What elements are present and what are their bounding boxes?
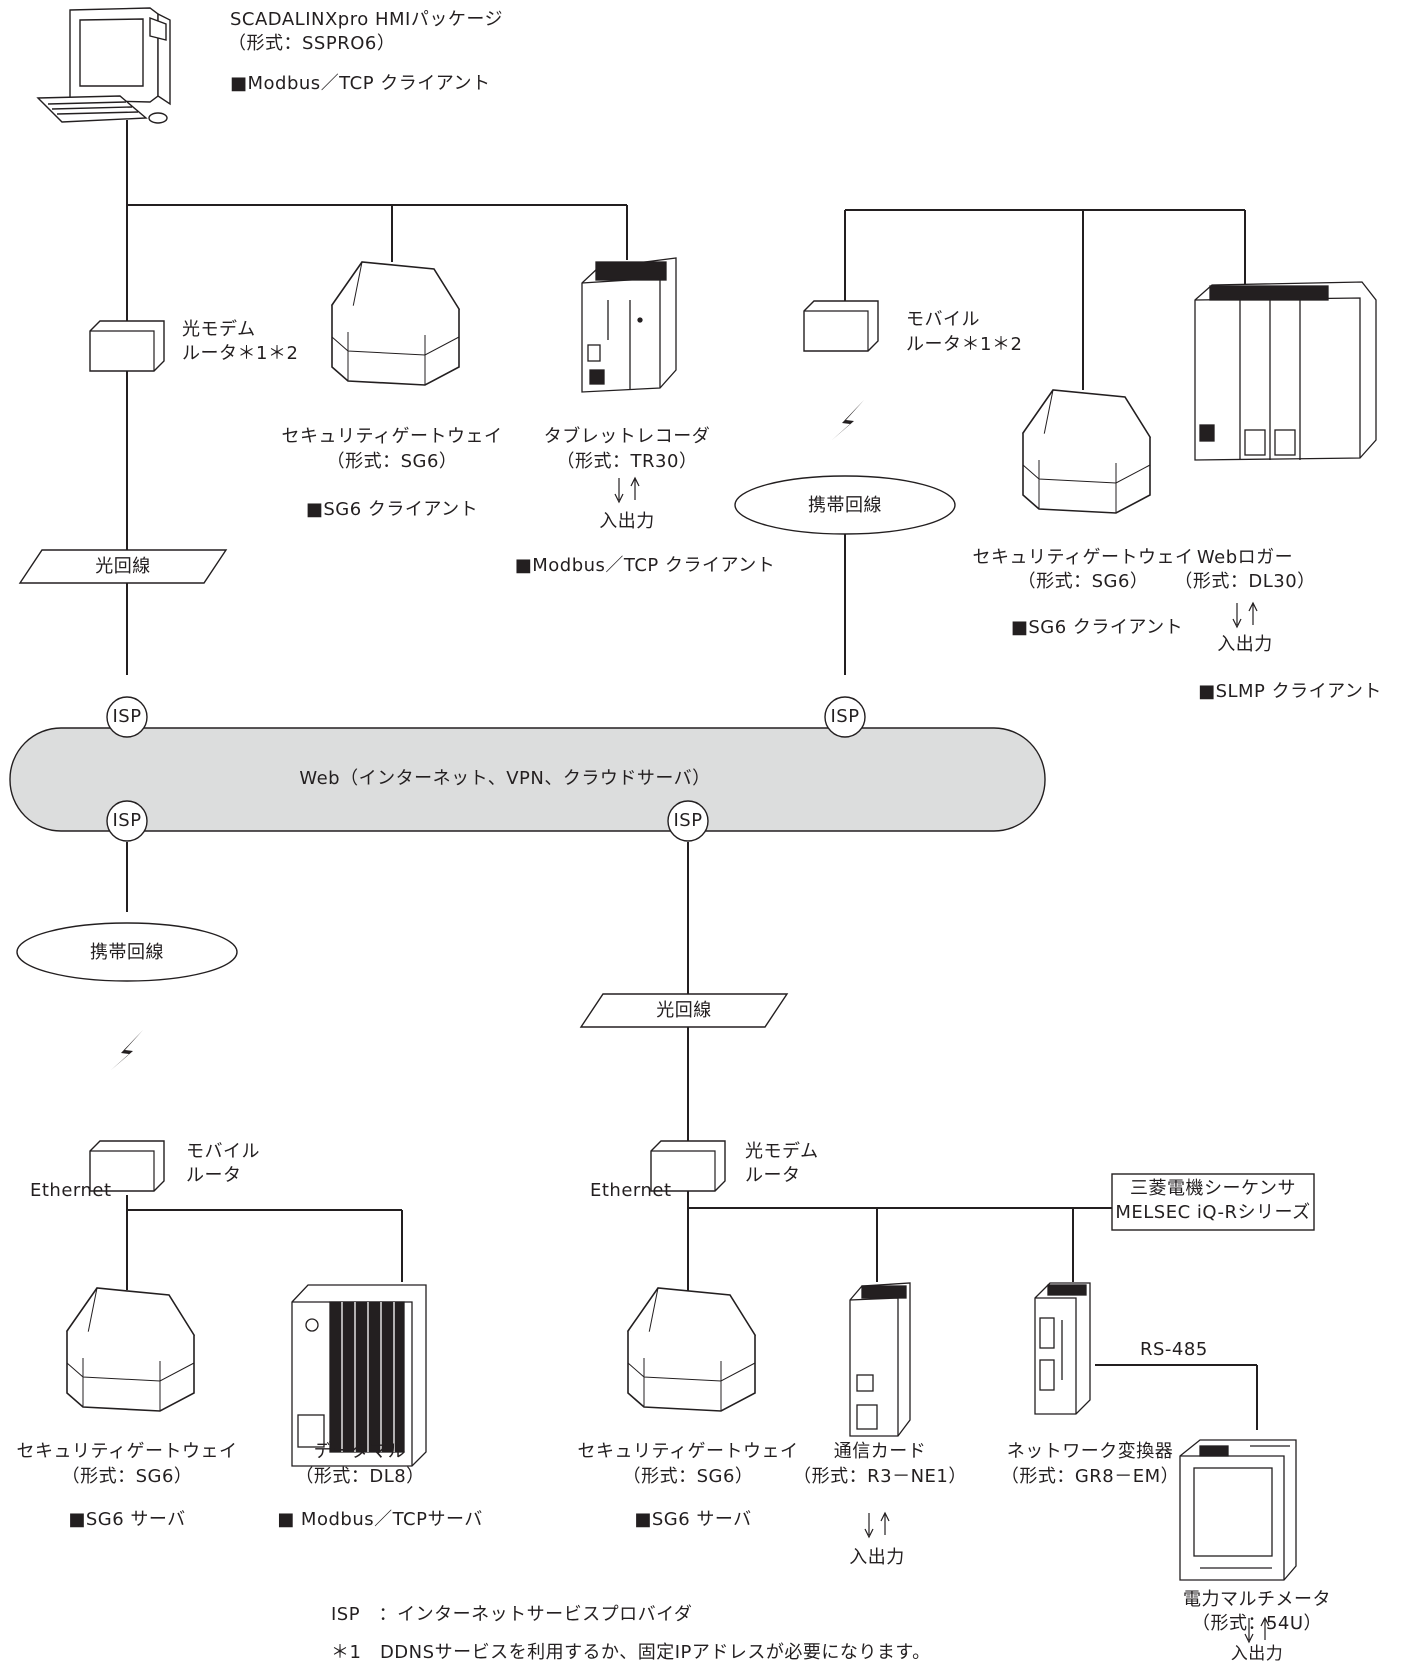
router-bottom-left-label-2: ルータ bbox=[186, 1165, 242, 1186]
tr30-name: タブレットレコーダ bbox=[543, 426, 711, 447]
dl30-model: （形式：DL30） bbox=[1174, 571, 1316, 592]
router-bottom-right-label-2: ルータ bbox=[745, 1165, 801, 1186]
sg6-top-right-model: （形式：SG6） bbox=[1017, 571, 1149, 592]
pc-icon bbox=[36, 7, 171, 124]
sg6-bottom-left bbox=[66, 1287, 195, 1412]
router-top-right-label-2: ルータ＊1＊2 bbox=[906, 334, 1023, 355]
tr30-io: 入出力 bbox=[599, 511, 655, 532]
hmi-title: SCADALINXpro HMIパッケージ bbox=[230, 9, 503, 30]
router-top-left bbox=[89, 320, 165, 372]
gr8-name: ネットワーク変換器 bbox=[1006, 1441, 1174, 1462]
sg6-bottom-right-name: セキュリティゲートウェイ bbox=[577, 1441, 799, 1462]
tr30-role: ■Modbus／TCP クライアント bbox=[514, 555, 776, 576]
r3-model: （形式：R3－NE1） bbox=[793, 1466, 967, 1487]
sg6-bottom-left-model: （形式：SG6） bbox=[61, 1466, 193, 1487]
sg6-bottom-right bbox=[627, 1287, 756, 1412]
hmi-model: （形式：SSPRO6） bbox=[228, 33, 396, 54]
sg6-top-left-name: セキュリティゲートウェイ bbox=[281, 426, 503, 447]
sg6-bottom-right-model: （形式：SG6） bbox=[622, 1466, 754, 1487]
fiber-line-label-top-left: 光回線 bbox=[95, 556, 151, 577]
connection-lines bbox=[126, 120, 1258, 1430]
ethernet-label-bottom-right: Ethernet bbox=[590, 1180, 672, 1201]
sg6-top-right bbox=[1022, 389, 1151, 514]
router-top-right-label-1: モバイル bbox=[906, 309, 980, 330]
r3-io: 入出力 bbox=[849, 1547, 905, 1568]
sg6-top-left-role: ■SG6 クライアント bbox=[305, 499, 479, 520]
plc-line2: MELSEC iQ-Rシリーズ bbox=[1115, 1202, 1311, 1223]
sg6-bottom-right-role: ■SG6 サーバ bbox=[634, 1509, 752, 1530]
router-top-left-label-2: ルータ＊1＊2 bbox=[182, 343, 299, 364]
router-top-left-label-1: 光モデム bbox=[182, 319, 256, 340]
sg6-top-left bbox=[331, 261, 460, 386]
io-arrows-dl30 bbox=[1232, 602, 1258, 628]
gr8-model: （形式：GR8－EM） bbox=[1000, 1466, 1180, 1487]
tr30-model: （形式：TR30） bbox=[556, 451, 698, 472]
isp-label-top-right: ISP bbox=[830, 706, 860, 727]
cloud-band bbox=[9, 727, 1046, 832]
router-bottom-left-label-1: モバイル bbox=[186, 1141, 260, 1162]
fiber-line-box-top-left bbox=[18, 549, 228, 584]
plc-box bbox=[1111, 1173, 1315, 1231]
r3-name: 通信カード bbox=[833, 1441, 927, 1462]
gr8-device-icon bbox=[1034, 1282, 1091, 1415]
plc-line1: 三菱電機シーケンサ bbox=[1130, 1178, 1296, 1199]
sg6-bottom-left-role: ■SG6 サーバ bbox=[68, 1509, 186, 1530]
lightning-icon-top-right bbox=[832, 400, 864, 440]
router-bottom-right-label-1: 光モデム bbox=[745, 1141, 819, 1162]
sg6-top-right-role: ■SG6 クライアント bbox=[1010, 617, 1184, 638]
dl30-device-icon bbox=[1194, 281, 1377, 461]
meter-io: 入出力 bbox=[1230, 1644, 1284, 1664]
sg6-top-left-model: （形式：SG6） bbox=[326, 451, 458, 472]
meter-name: 電力マルチメータ bbox=[1183, 1589, 1331, 1610]
hmi-role: ■Modbus／TCP クライアント bbox=[230, 73, 491, 94]
meter-model: （形式：54U） bbox=[1191, 1613, 1323, 1634]
dl8-role: ■ Modbus／TCPサーバ bbox=[277, 1509, 483, 1530]
sg6-top-right-name: セキュリティゲートウェイ bbox=[972, 547, 1194, 568]
fiber-line-label-bottom-right: 光回線 bbox=[656, 1000, 712, 1021]
mobile-line-label-top-right: 携帯回線 bbox=[808, 495, 882, 516]
note-1: ＊1 DDNSサービスを利用するか、固定IPアドレスが必要になります。 bbox=[331, 1642, 931, 1663]
mobile-line-label-bottom-left: 携帯回線 bbox=[90, 942, 164, 963]
io-arrows-tr30 bbox=[614, 477, 640, 503]
router-top-right bbox=[803, 300, 879, 352]
dl8-name: データマル bbox=[313, 1441, 407, 1462]
isp-label-top-left: ISP bbox=[112, 706, 142, 727]
note-isp: ISP ：インターネットサービスプロバイダ bbox=[331, 1604, 693, 1625]
r3-card-icon bbox=[849, 1282, 911, 1437]
fiber-line-box-bottom-right bbox=[579, 993, 789, 1028]
dl30-role: ■SLMP クライアント bbox=[1198, 681, 1382, 702]
mobile-line-ellipse-bottom-left bbox=[16, 922, 238, 982]
sg6-bottom-left-name: セキュリティゲートウェイ bbox=[16, 1441, 238, 1462]
cloud-label: Web（インターネット、VPN、クラウドサーバ） bbox=[299, 768, 711, 789]
rs485-label: RS-485 bbox=[1140, 1339, 1208, 1360]
multimeter-device-icon bbox=[1179, 1439, 1297, 1581]
isp-label-bottom-left: ISP bbox=[112, 810, 142, 831]
dl8-model: （形式：DL8） bbox=[295, 1466, 425, 1487]
dl30-name: Webロガー bbox=[1196, 547, 1294, 568]
lightning-icon-bottom-left bbox=[111, 1030, 143, 1070]
mobile-line-ellipse-top-right bbox=[734, 475, 956, 535]
isp-label-bottom-right: ISP bbox=[673, 810, 703, 831]
dl30-io: 入出力 bbox=[1217, 634, 1273, 655]
ethernet-label-bottom-left: Ethernet bbox=[30, 1180, 112, 1201]
tr30-device-icon bbox=[581, 257, 677, 393]
dl8-device-icon bbox=[291, 1284, 427, 1467]
io-arrows-r3 bbox=[864, 1512, 890, 1538]
